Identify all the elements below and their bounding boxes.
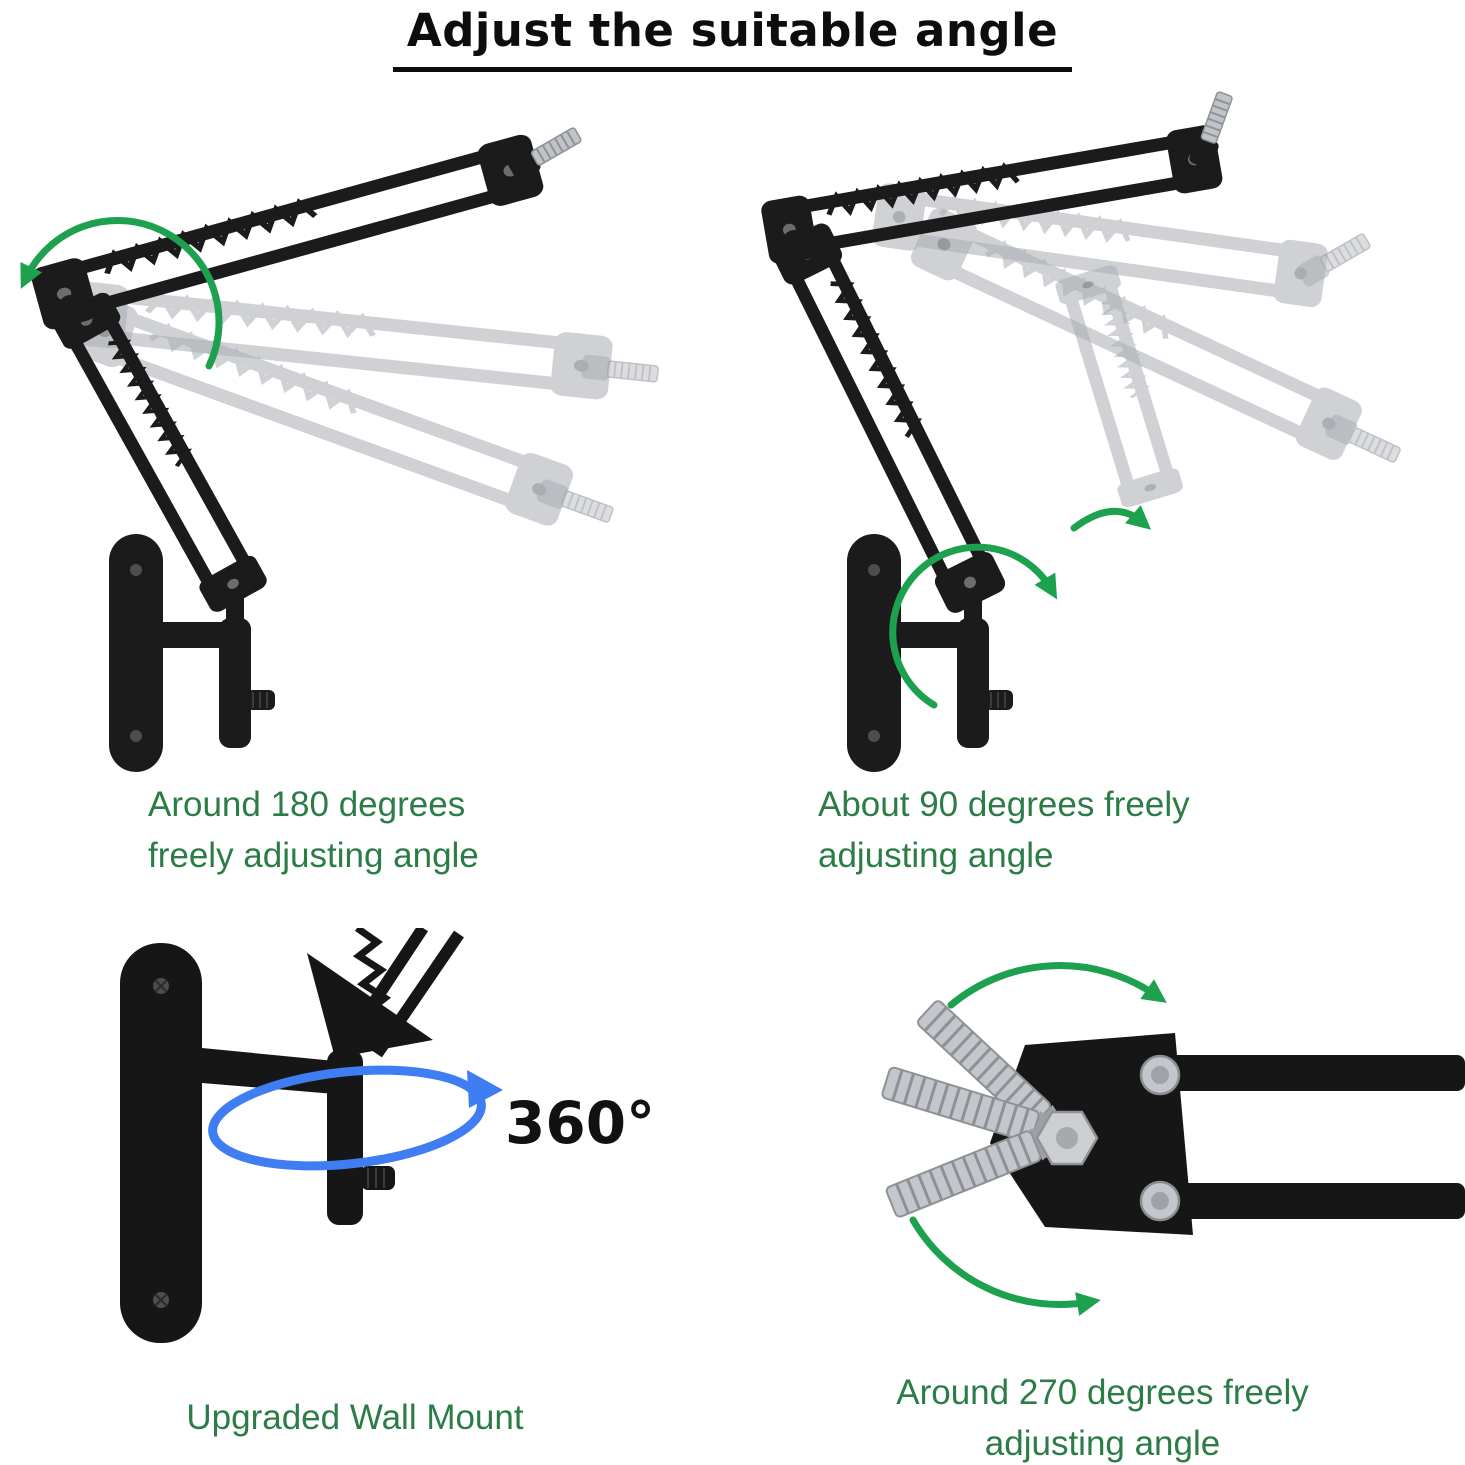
hex-nut (1035, 1110, 1099, 1166)
swing-arrow-icon (1070, 505, 1152, 532)
rotation-arrow-icon (889, 543, 1058, 709)
caption-270: Around 270 degrees freely adjusting angl… (740, 1368, 1465, 1465)
caption-90: About 90 degrees freely adjusting angle (818, 780, 1378, 882)
caption-180-line2: freely adjusting angle (148, 835, 479, 875)
hinge-bolts (1139, 1054, 1181, 1222)
caption-90-line2: adjusting angle (818, 835, 1054, 875)
caption-90-line1: About 90 degrees freely (818, 785, 1190, 824)
arm-bars (1125, 1055, 1465, 1219)
illustration-pivot-270 (879, 962, 1465, 1316)
illustration-boom-arm-90 (742, 88, 1404, 773)
rotation-arrow-bottom-icon (909, 1216, 1101, 1316)
label-360: 360° (505, 1089, 655, 1157)
caption-180-line1: Around 180 degrees (148, 785, 466, 824)
caption-270-line2: adjusting angle (984, 1423, 1221, 1463)
ghost-arm-positions (871, 182, 1404, 509)
boom-arm (760, 88, 1238, 773)
illustration-wall-mount-360: 360° (120, 928, 655, 1343)
page-title: Adjust the suitable angle (0, 4, 1465, 72)
rotation-arrow-top-icon (947, 962, 1167, 1009)
caption-wall-mount-line1: Upgraded Wall Mount (186, 1398, 524, 1437)
rotation-arrow-icon (20, 217, 223, 370)
boom-arm-closeup (307, 928, 464, 1058)
rotation-360-arrow-icon (208, 1065, 486, 1171)
caption-180: Around 180 degrees freely adjusting angl… (148, 780, 708, 882)
caption-270-line1: Around 270 degrees freely (896, 1373, 1309, 1412)
boom-arm (29, 122, 585, 773)
caption-wall-mount: Upgraded Wall Mount (0, 1393, 710, 1444)
thumb-screw-knob (361, 1166, 395, 1190)
rotation-360-arrowhead-icon (467, 1070, 503, 1108)
illustration-boom-arm-180 (20, 122, 660, 773)
page-title-text: Adjust the suitable angle (392, 4, 1073, 72)
